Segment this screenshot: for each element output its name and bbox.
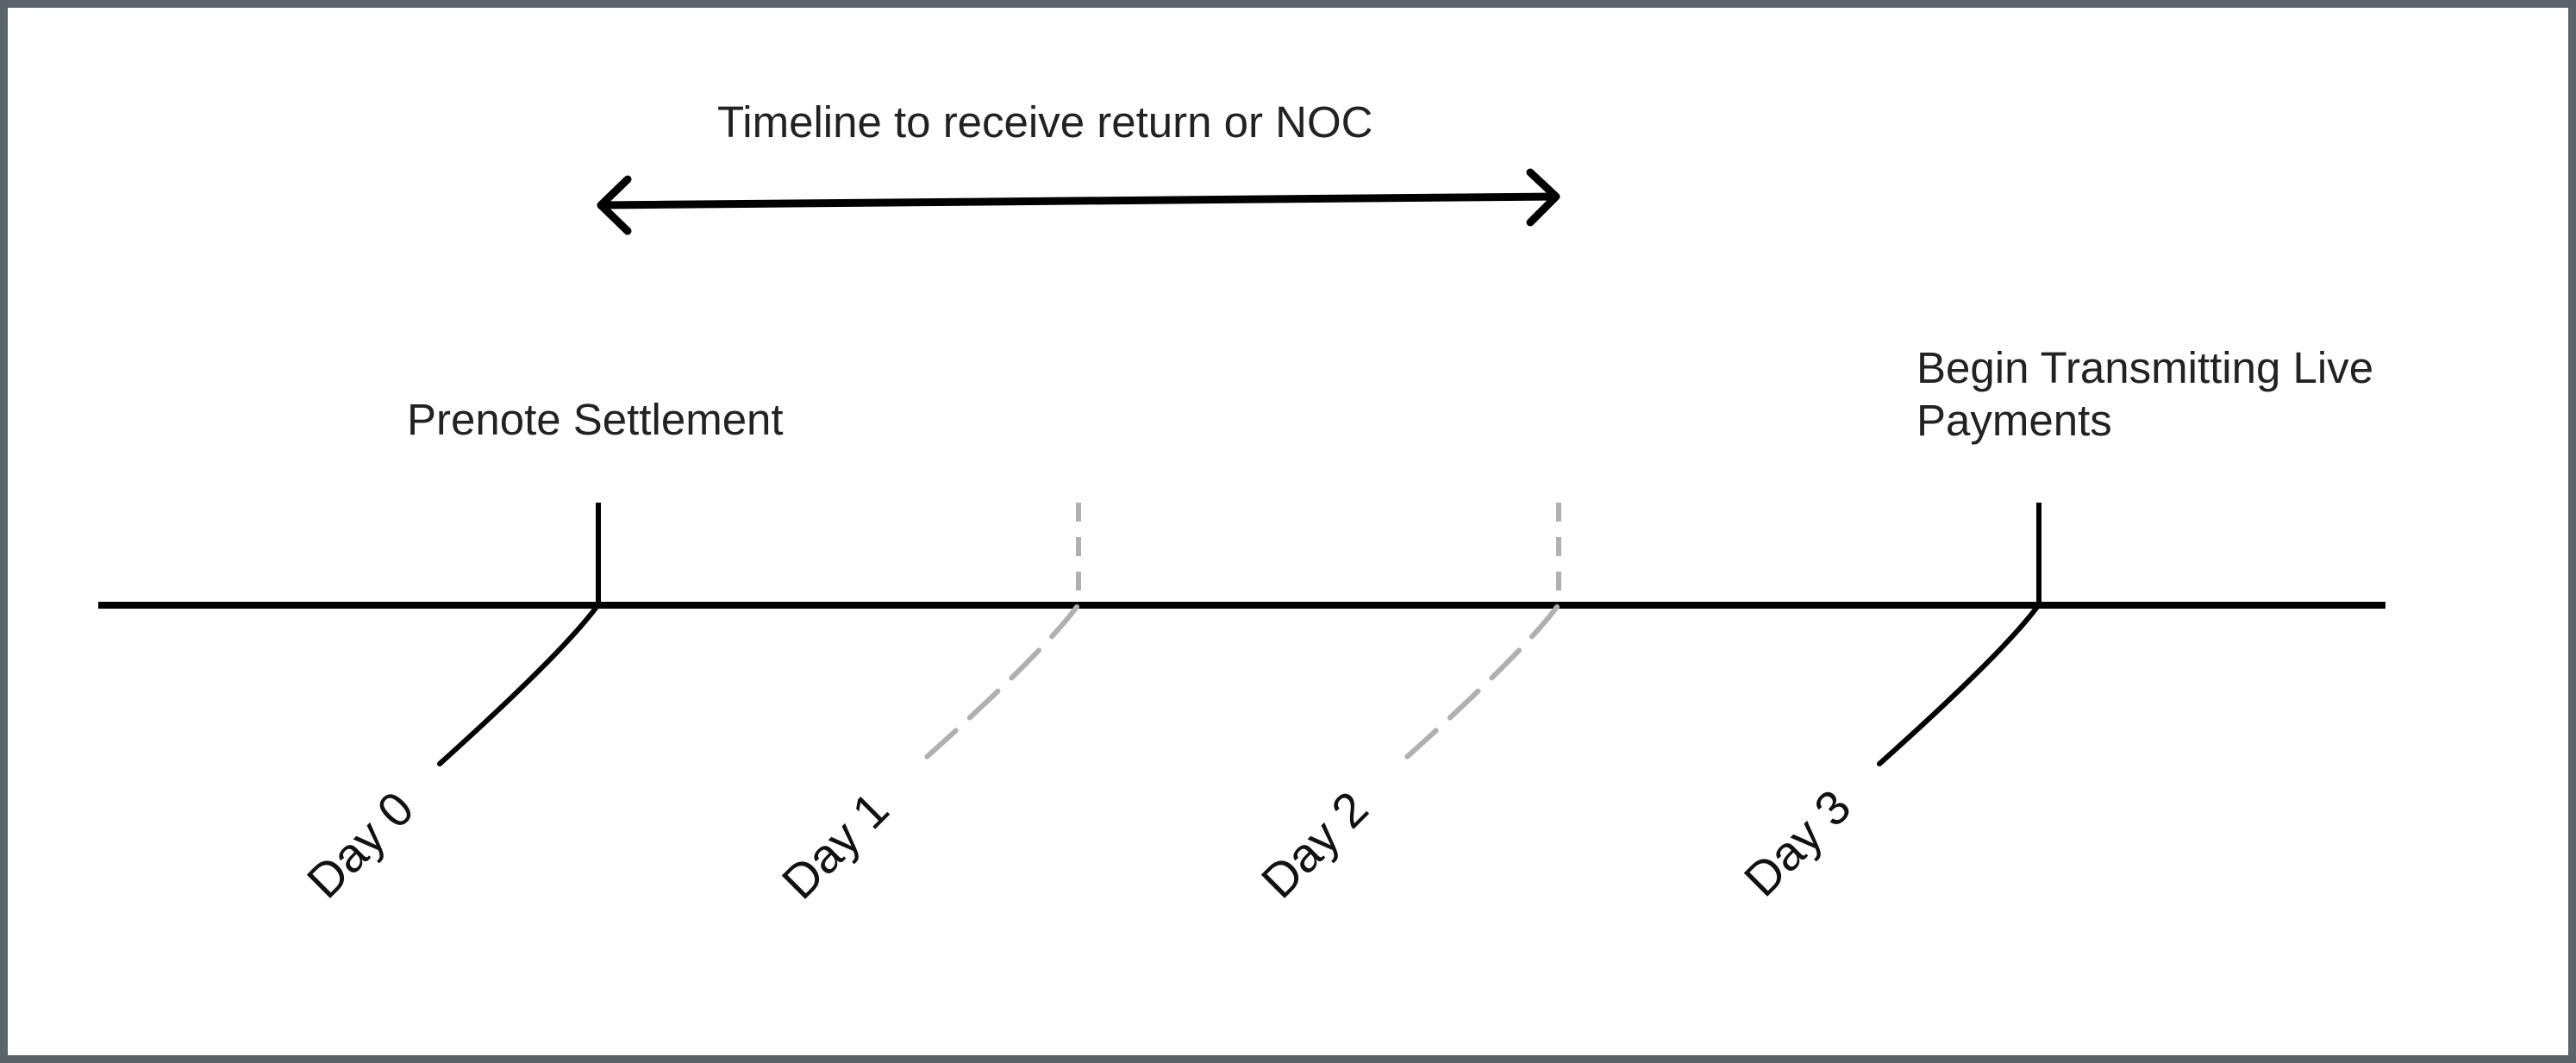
leader-day-0 [437, 604, 599, 766]
leader-day-3 [1877, 604, 2040, 766]
timeline-graphic [98, 168, 2385, 766]
diagram-title: Timeline to receive return or NOC [717, 97, 1373, 147]
leader-day-1 [916, 604, 1079, 766]
milestone-label-prenote-settlement: Prenote Settlement [407, 395, 784, 444]
milestone-label-line-1: Begin Transmitting Live [1916, 343, 2374, 392]
double-headed-arrow-icon [597, 168, 1560, 235]
diagram-canvas: Timeline to receive return or NOC Prenot… [8, 8, 2568, 1055]
milestone-label-line-2: Payments [1916, 396, 2112, 445]
leader-day-2 [1397, 604, 1560, 766]
milestone-label-begin-live-payments: Begin Transmitting Live Payments [1916, 341, 2373, 447]
